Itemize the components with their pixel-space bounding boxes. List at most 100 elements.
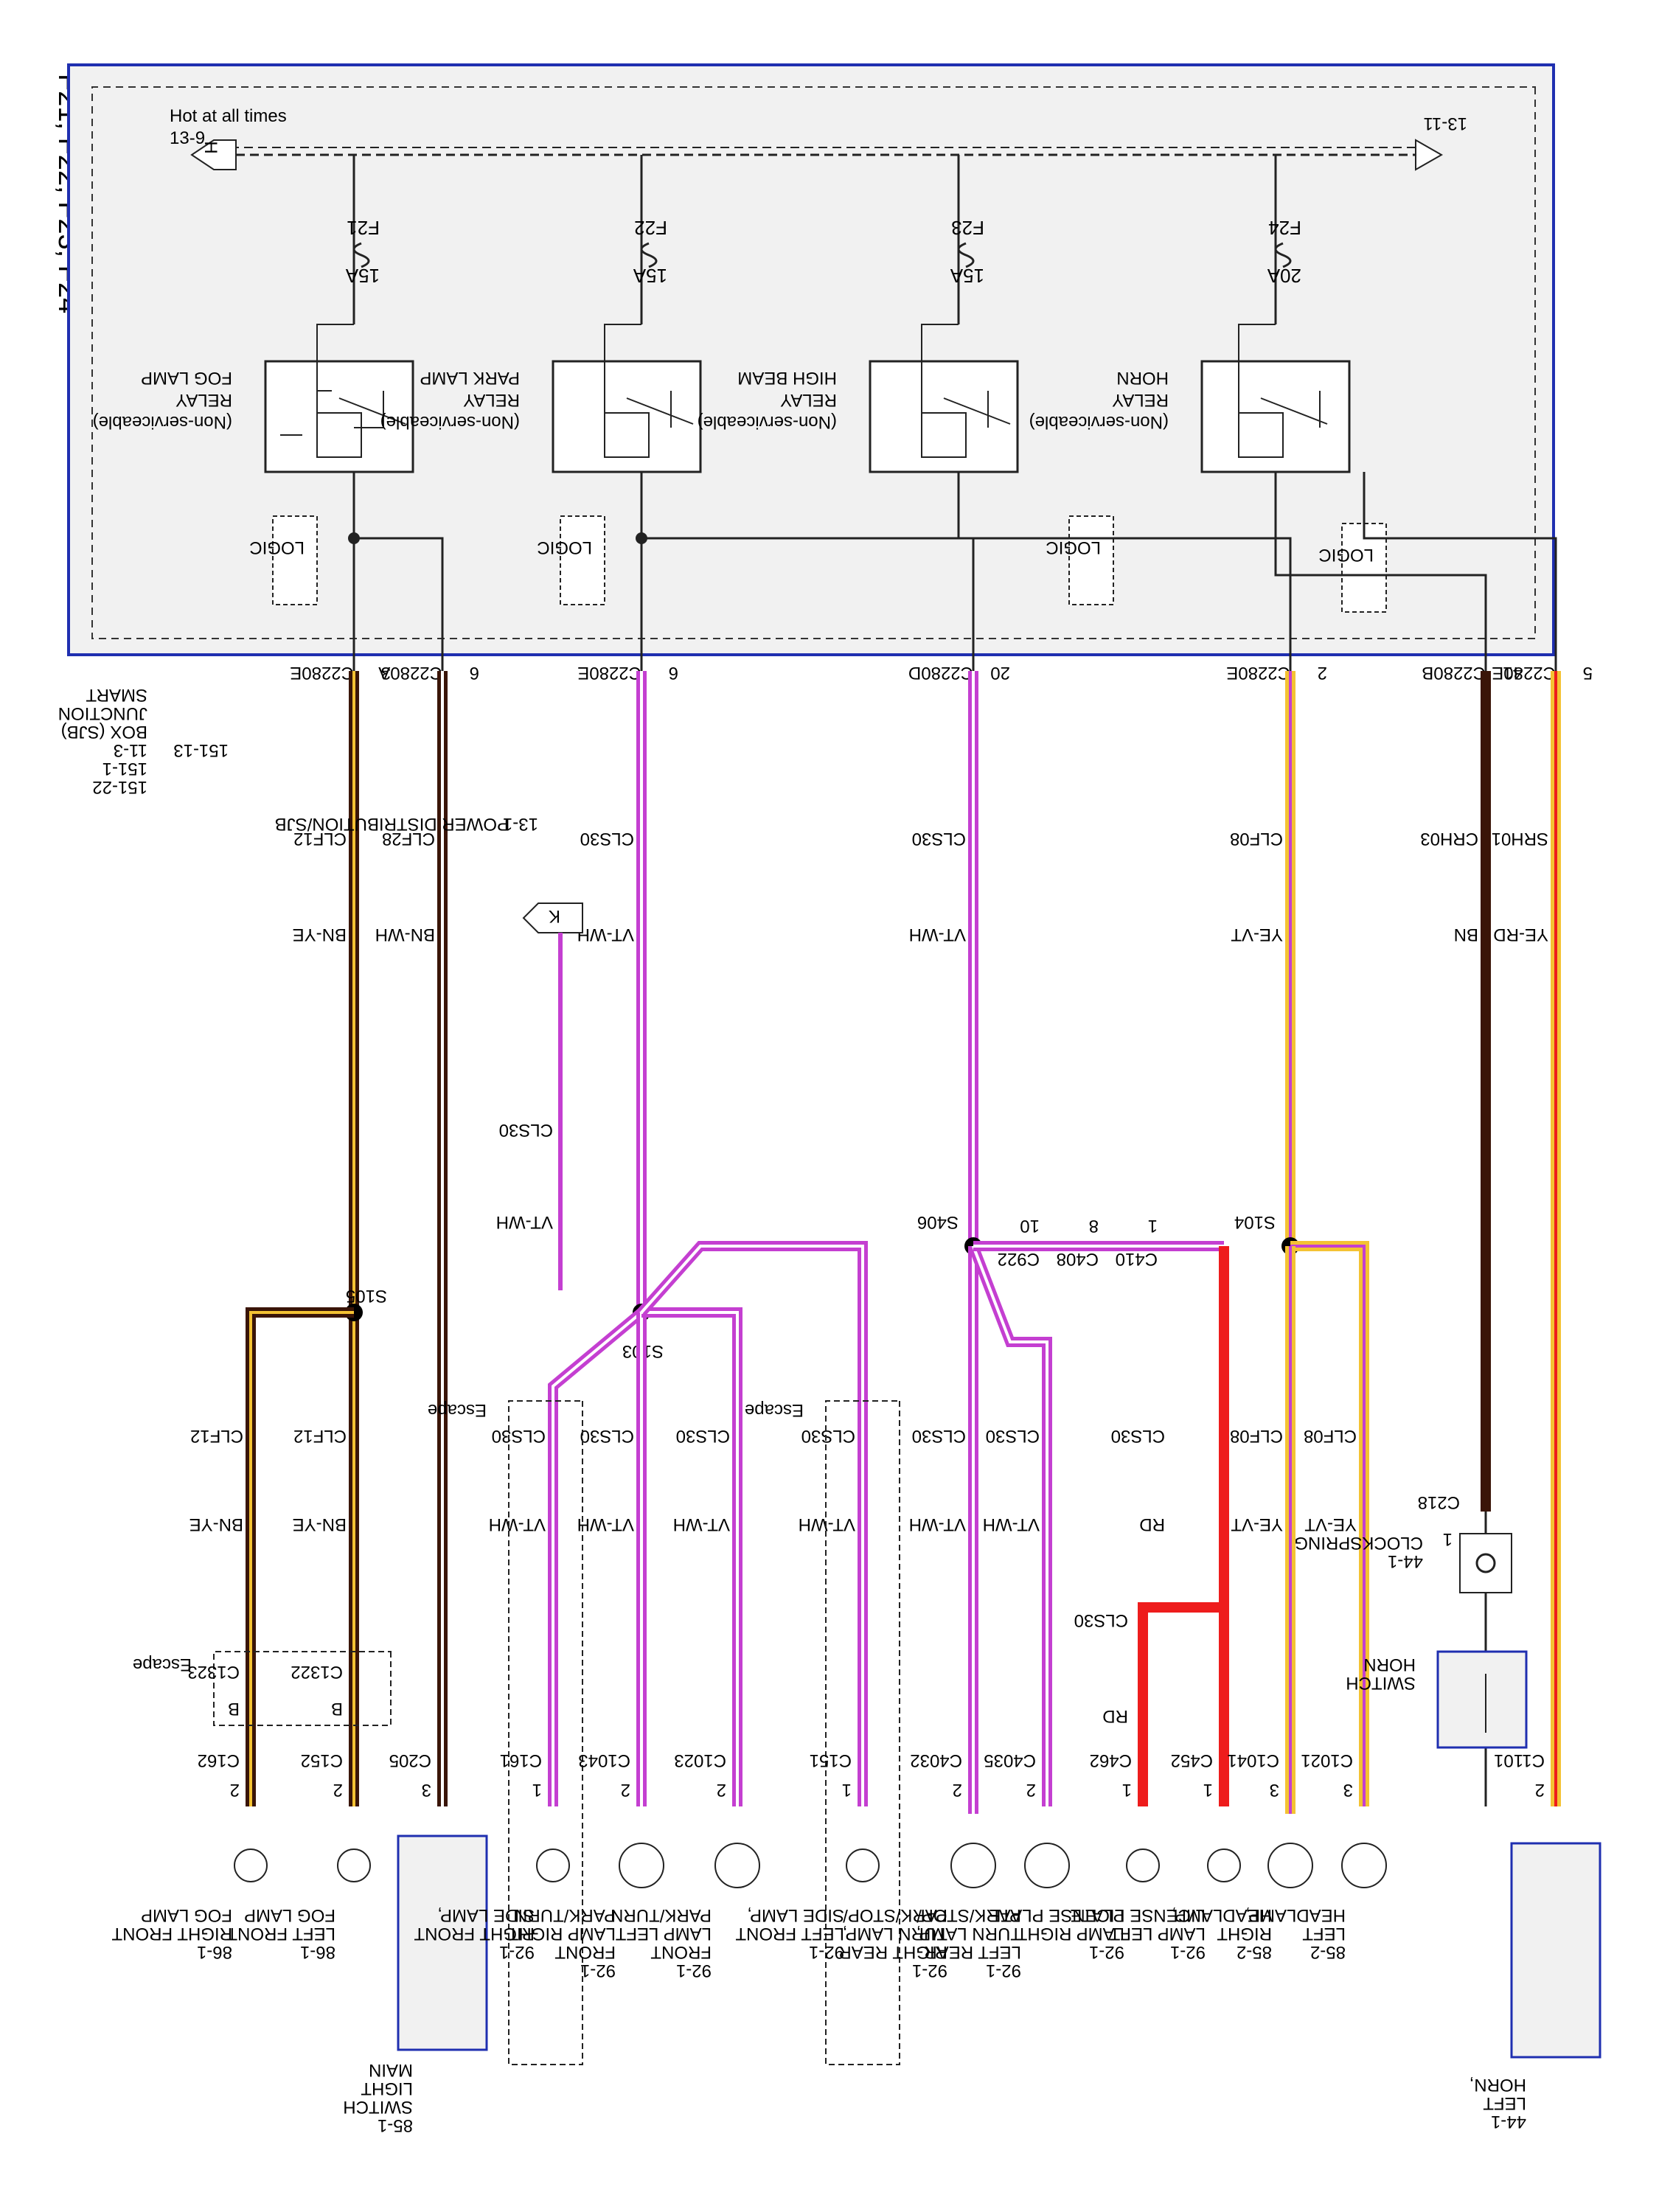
svg-text:2: 2: [621, 1780, 630, 1800]
svg-text:1: 1: [1203, 1780, 1213, 1800]
svg-text:CLS30: CLS30: [1074, 1610, 1128, 1630]
svg-text:2: 2: [1026, 1780, 1036, 1800]
svg-text:HORN: HORN: [1363, 1655, 1416, 1674]
svg-text:LICENSE PLATE: LICENSE PLATE: [1070, 1905, 1206, 1925]
splice-s105: S105: [346, 1286, 387, 1306]
svg-text:11-3: 11-3: [114, 740, 147, 760]
svg-text:YE-VT: YE-VT: [1231, 925, 1283, 945]
svg-text:C2280B: C2280B: [1422, 663, 1486, 683]
svg-text:CLF08: CLF08: [1230, 1426, 1283, 1446]
svg-text:CLS30: CLS30: [580, 829, 634, 849]
svg-text:HIGH BEAM: HIGH BEAM: [737, 368, 837, 388]
svg-text:92-1: 92-1: [809, 1942, 844, 1962]
svg-text:VT-WH: VT-WH: [909, 1514, 966, 1534]
svg-text:41: 41: [1503, 663, 1523, 683]
svg-text:RD: RD: [1139, 1514, 1165, 1534]
svg-text:CLS30: CLS30: [1111, 1426, 1165, 1446]
svg-text:CLOCKSPRING: CLOCKSPRING: [1294, 1533, 1423, 1553]
svg-text:YE-VT: YE-VT: [1304, 1514, 1357, 1534]
fuse-f22-id: F22: [634, 217, 667, 239]
svg-text:C922: C922: [998, 1249, 1040, 1269]
svg-text:RELAY: RELAY: [463, 390, 520, 410]
svg-text:FOG LAMP: FOG LAMP: [141, 1905, 232, 1925]
svg-text:JUNCTION: JUNCTION: [58, 703, 147, 723]
fuse-f24-id: F24: [1268, 217, 1301, 239]
svg-text:44-1: 44-1: [1388, 1551, 1423, 1571]
svg-text:RELAY: RELAY: [175, 390, 232, 410]
hot-label: Hot at all times: [170, 106, 287, 126]
svg-text:85-2: 85-2: [1310, 1942, 1346, 1962]
svg-text:FRONT: FRONT: [554, 1942, 616, 1962]
svg-text:C408: C408: [1057, 1249, 1099, 1269]
svg-text:TURN LAMP,: TURN LAMP,: [843, 1924, 947, 1944]
svg-text:CLS30: CLS30: [499, 1120, 553, 1140]
svg-text:YE-VT: YE-VT: [1231, 1514, 1283, 1534]
svg-text:151-1: 151-1: [102, 759, 147, 779]
svg-text:(Non-serviceable): (Non-serviceable): [93, 412, 232, 432]
svg-text:K: K: [549, 906, 560, 926]
svg-text:CLF08: CLF08: [1304, 1426, 1357, 1446]
fuse-f21-rating: 15A: [345, 265, 380, 287]
svg-text:2: 2: [717, 1780, 726, 1800]
svg-text:C161: C161: [500, 1750, 542, 1770]
svg-text:5: 5: [1583, 663, 1593, 683]
horn-left: [1510, 1842, 1601, 2059]
svg-text:8: 8: [1089, 1216, 1099, 1236]
svg-text:(Non-serviceable): (Non-serviceable): [1029, 412, 1169, 432]
svg-text:FOG LAMP: FOG LAMP: [141, 368, 232, 388]
escape-label-3: Escape: [745, 1400, 804, 1420]
svg-text:RIGHT REAR: RIGHT REAR: [838, 1942, 947, 1962]
svg-text:SIDE LAMP,: SIDE LAMP,: [437, 1905, 535, 1925]
svg-text:(Non-serviceable): (Non-serviceable): [380, 412, 520, 432]
svg-text:LEFT REAR: LEFT REAR: [924, 1942, 1021, 1962]
svg-text:86-1: 86-1: [197, 1942, 232, 1962]
svg-text:C1323: C1323: [187, 1662, 240, 1682]
svg-text:C410: C410: [1116, 1249, 1158, 1269]
logic-label-3: LOGIC: [1046, 538, 1101, 557]
svg-text:PARK/TURN: PARK/TURN: [515, 1905, 616, 1925]
svg-text:FOG LAMP: FOG LAMP: [244, 1905, 335, 1925]
svg-text:3: 3: [1270, 1780, 1279, 1800]
svg-text:B: B: [228, 1699, 240, 1719]
svg-text:3: 3: [381, 663, 391, 683]
svg-text:POWER DISTRIBUTION/SJB: POWER DISTRIBUTION/SJB: [275, 814, 509, 834]
svg-text:85-2: 85-2: [1237, 1942, 1272, 1962]
svg-text:2: 2: [230, 1780, 240, 1800]
svg-text:C1041: C1041: [1227, 1750, 1279, 1770]
escape-label-2: Escape: [428, 1400, 487, 1420]
svg-text:2: 2: [1318, 663, 1327, 683]
svg-text:PARK LAMP: PARK LAMP: [420, 368, 520, 388]
svg-text:LEFT FRONT: LEFT FRONT: [735, 1924, 844, 1944]
svg-text:C2280E: C2280E: [290, 663, 354, 683]
sjb-name: SMART JUNCTION BOX (SJB) 11-3 151-1 151-…: [58, 685, 229, 797]
escape-regions: [213, 1400, 900, 2065]
svg-text:92-1: 92-1: [1089, 1942, 1124, 1962]
svg-text:44-1: 44-1: [1491, 2112, 1526, 2132]
svg-text:92-1: 92-1: [499, 1942, 535, 1962]
svg-text:LEFT: LEFT: [1302, 1924, 1346, 1944]
svg-text:20: 20: [990, 663, 1010, 683]
svg-text:C452: C452: [1171, 1750, 1213, 1770]
hot-ref: 13-9: [170, 128, 205, 148]
svg-text:RELAY: RELAY: [780, 390, 837, 410]
ground-connector-icon: [1415, 139, 1444, 171]
svg-text:151-22: 151-22: [92, 777, 147, 797]
svg-text:1: 1: [842, 1780, 852, 1800]
power-distribution-connector: K POWER DISTRIBUTION/SJB 13-1 CLS30 VT-W…: [275, 814, 583, 1290]
svg-text:C2280E: C2280E: [1492, 663, 1556, 683]
svg-text:VT-WH: VT-WH: [496, 1212, 553, 1232]
svg-text:PARK/TURN: PARK/TURN: [611, 1905, 712, 1925]
svg-text:SRH01: SRH01: [1492, 829, 1548, 849]
svg-text:SWITCH: SWITCH: [343, 2097, 413, 2117]
svg-text:CLF08: CLF08: [1230, 829, 1283, 849]
svg-text:C1322: C1322: [291, 1662, 343, 1682]
svg-text:MAIN: MAIN: [369, 2060, 413, 2080]
svg-text:10: 10: [1020, 1216, 1040, 1236]
svg-text:RIGHT FRONT: RIGHT FRONT: [414, 1924, 535, 1944]
fuse-f23-rating: 15A: [950, 265, 984, 287]
svg-text:C205: C205: [389, 1750, 431, 1770]
svg-text:92-1: 92-1: [912, 1961, 947, 1980]
svg-text:C1043: C1043: [578, 1750, 630, 1770]
svg-text:C462: C462: [1090, 1750, 1132, 1770]
svg-text:RELAY: RELAY: [1112, 390, 1169, 410]
